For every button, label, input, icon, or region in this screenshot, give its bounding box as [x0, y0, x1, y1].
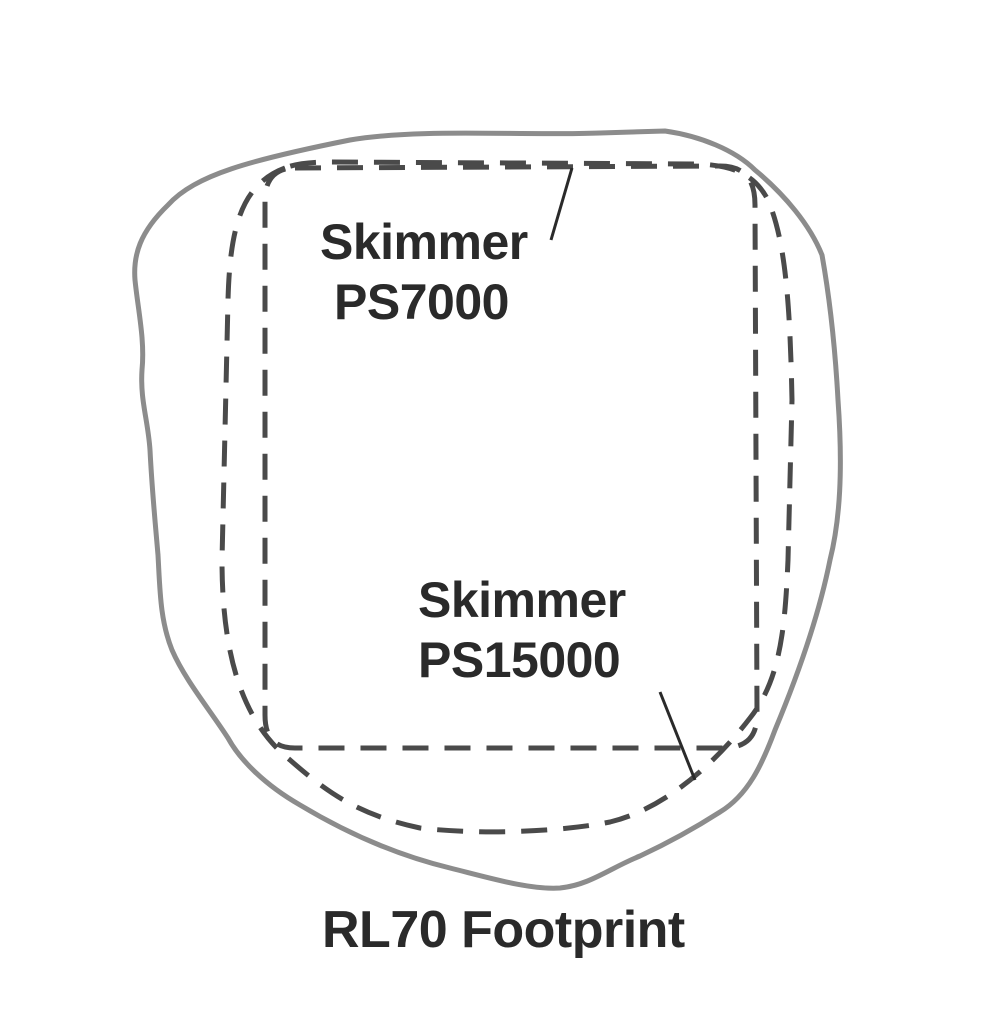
- rl70-footprint-outline: [132, 128, 843, 891]
- skimmer-ps7000-label: Skimmer PS7000: [320, 212, 528, 332]
- skimmer-ps7000-outline: [262, 163, 760, 751]
- skimmer-ps7000-label-line1: Skimmer: [320, 214, 528, 270]
- rl70-footprint-label: RL70 Footprint: [322, 901, 685, 959]
- skimmer-ps15000-label: Skimmer PS15000: [418, 570, 626, 690]
- leader-line-ps7000: [549, 167, 574, 241]
- skimmer-ps15000-label-line1: Skimmer: [418, 572, 626, 628]
- skimmer-ps7000-label-line2: PS7000: [334, 274, 509, 330]
- leader-line-ps15000: [658, 691, 697, 781]
- skimmer-ps15000-label-line2: PS15000: [418, 632, 621, 688]
